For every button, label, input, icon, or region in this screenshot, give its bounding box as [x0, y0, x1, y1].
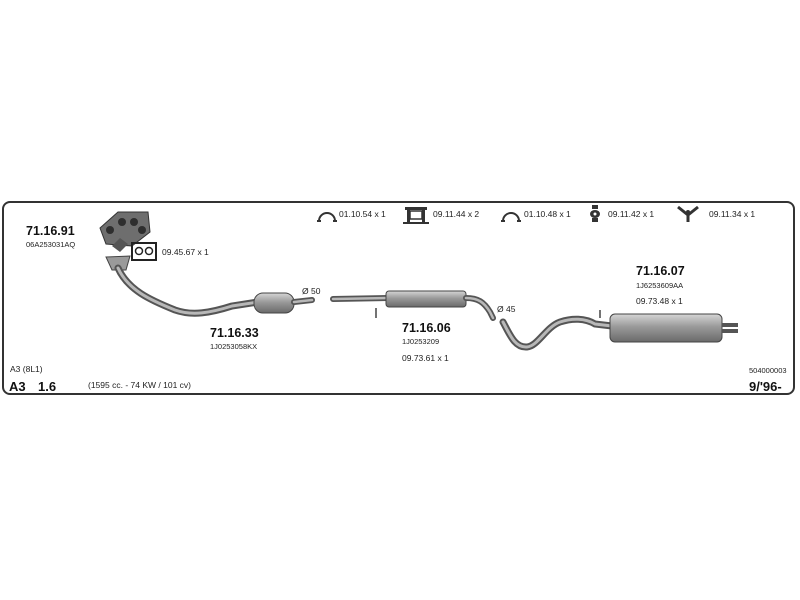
- accessory-label: 01.10.48 x 1: [524, 209, 571, 219]
- exhaust-manifold: [99, 211, 151, 252]
- middle-oem-number: 1J0253209: [402, 337, 440, 346]
- middle-accessory-label: 09.73.61 x 1: [402, 353, 449, 363]
- middle-part-number: 71.16.06: [402, 321, 451, 335]
- catalyst-oem-number: 1J0253058KX: [210, 342, 258, 351]
- vehicle-spec: (1595 cc. - 74 KW / 101 cv): [88, 380, 191, 390]
- rubber-hanger-icon: [677, 205, 699, 222]
- middle-silencer: [330, 290, 496, 321]
- clamp-icon: [501, 212, 521, 222]
- vehicle-engine: 1.6: [38, 379, 57, 394]
- diameter-label: Ø 45: [497, 304, 516, 314]
- gasket-label: 09.45.67 x 1: [162, 247, 209, 257]
- catalyst-assembly: [105, 255, 315, 317]
- diameter-label: Ø 50: [302, 286, 321, 296]
- rear-oem-number: 1J6253609AA: [636, 281, 684, 290]
- rubber-mount-icon: [590, 205, 600, 222]
- catalog-number: 504000003: [749, 366, 787, 375]
- clamp-icon: [317, 212, 337, 222]
- rear-accessory-label: 09.73.48 x 1: [636, 296, 683, 306]
- catalyst-part-number: 71.16.33: [210, 326, 259, 340]
- vehicle-model: A3: [9, 379, 26, 394]
- hanger-bracket-icon: [403, 207, 429, 224]
- gasket-icon: [131, 242, 157, 261]
- manifold-part-number: 71.16.91: [26, 224, 75, 238]
- rear-silencer: [499, 310, 738, 351]
- rear-part-number: 71.16.07: [636, 264, 685, 278]
- vehicle-date: 9/'96-: [749, 379, 782, 394]
- accessory-label: 09.11.44 x 2: [433, 209, 480, 219]
- accessory-label: 09.11.34 x 1: [709, 209, 756, 219]
- accessory-label: 09.11.42 x 1: [608, 209, 655, 219]
- accessory-label: 01.10.54 x 1: [339, 209, 386, 219]
- vehicle-model-code: A3 (8L1): [10, 364, 43, 374]
- manifold-oem-number: 06A253031AQ: [26, 240, 76, 249]
